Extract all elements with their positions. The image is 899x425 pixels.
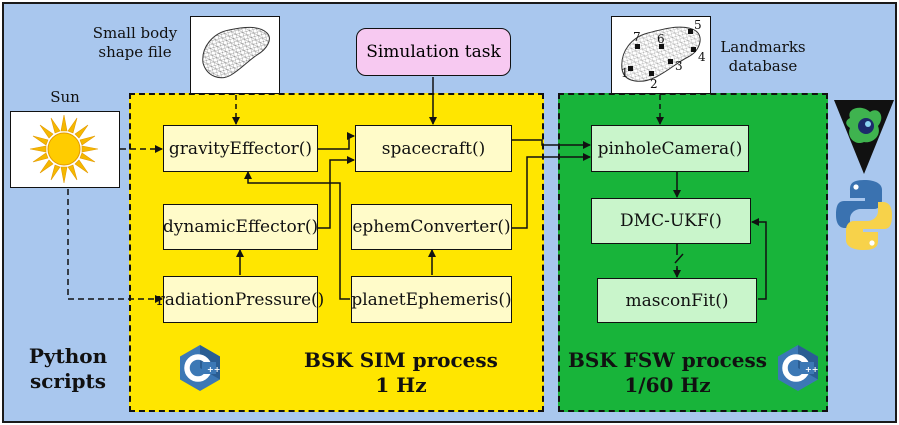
small-body-shape-file-label: Small body shape file bbox=[92, 24, 178, 61]
landmark-id-1: 1 bbox=[621, 66, 629, 80]
landmark-id-4: 4 bbox=[698, 50, 706, 64]
mascon-to-ukf-feedback-arrow bbox=[751, 218, 767, 300]
planet-ephemeris-module: planetEphemeris() bbox=[351, 276, 512, 323]
ephemeris-to-gravity-arrow bbox=[244, 171, 350, 300]
python-logo-icon bbox=[836, 180, 892, 250]
dynamic-effector-module: dynamicEffector() bbox=[163, 204, 318, 250]
spacecraft-to-camera-arrow bbox=[512, 139, 591, 149]
landmarks-database-label: Landmarks database bbox=[720, 38, 806, 75]
sun-label: Sun bbox=[50, 88, 80, 106]
cpp-logo-fsw: ++ bbox=[776, 344, 820, 392]
sun-icon bbox=[29, 114, 99, 184]
basilisk-logo-icon bbox=[834, 100, 894, 174]
landmark-id-2: 2 bbox=[650, 77, 658, 91]
landmarks-database-image: 1 2 3 4 5 6 7 bbox=[611, 16, 711, 94]
spacecraft-module: spacecraft() bbox=[355, 125, 512, 172]
svg-text:++: ++ bbox=[805, 365, 818, 374]
cpp-logo-icon: ++ bbox=[180, 345, 220, 391]
landmark-asteroid-icon: 1 2 3 4 5 6 7 bbox=[621, 18, 706, 91]
bsk-fsw-process-label: BSK FSW process 1/60 Hz bbox=[567, 348, 768, 397]
ukf-to-mascon-switch bbox=[674, 244, 684, 277]
simulation-task: Simulation task bbox=[356, 28, 511, 76]
bsk-sim-process-label: BSK SIM process 1 Hz bbox=[304, 348, 498, 397]
sun-image bbox=[10, 111, 120, 188]
dynamic-to-spacecraft-arrow bbox=[318, 156, 355, 229]
landmark-id-6: 6 bbox=[657, 32, 665, 46]
radiation-pressure-module: radiationPressure() bbox=[157, 276, 324, 323]
converter-to-camera-arrow bbox=[512, 153, 591, 229]
cpp-logo-sim: ++ bbox=[178, 344, 222, 392]
landmark-id-7: 7 bbox=[633, 30, 641, 44]
mascon-fit-module: masconFit() bbox=[597, 278, 757, 323]
python-scripts-label: Python scripts bbox=[28, 344, 108, 393]
dmc-ukf-module: DMC-UKF() bbox=[591, 198, 751, 244]
cpp-logo-icon: ++ bbox=[778, 345, 818, 391]
landmark-id-5: 5 bbox=[694, 18, 702, 32]
small-body-shape-image bbox=[190, 16, 280, 94]
ephem-converter-module: ephemConverter() bbox=[351, 204, 512, 250]
sun-to-radiation-arrow bbox=[67, 189, 163, 303]
asteroid-mesh-icon bbox=[202, 26, 270, 79]
gravity-effector-module: gravityEffector() bbox=[163, 125, 318, 172]
landmark-id-3: 3 bbox=[675, 59, 683, 73]
pinhole-camera-module: pinholeCamera() bbox=[591, 125, 749, 172]
gravity-to-spacecraft-arrow bbox=[318, 132, 355, 150]
svg-text:++: ++ bbox=[207, 365, 220, 374]
